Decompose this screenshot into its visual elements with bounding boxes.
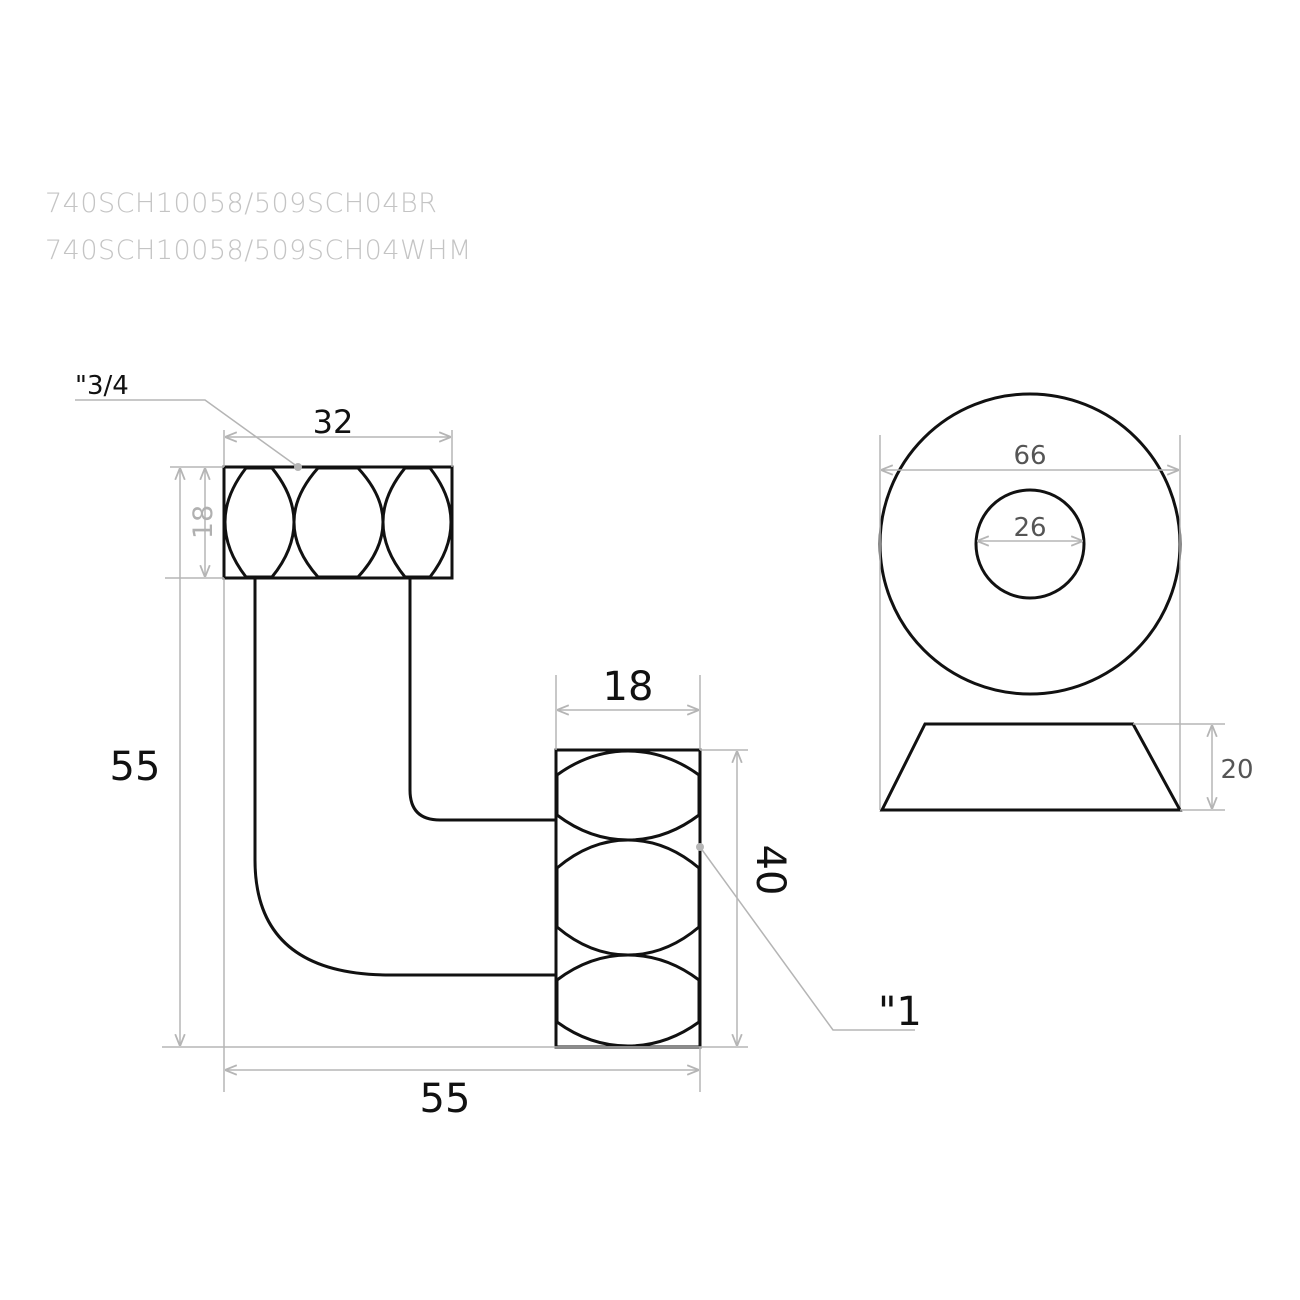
dimension-lines (75, 399, 915, 1092)
flange-side-view (879, 722, 1225, 812)
dim-top-height: 18 (188, 505, 219, 539)
dim-overall-height: 55 (110, 744, 161, 790)
dim-flange-outer: 66 (1013, 441, 1046, 471)
flange-top-view (878, 392, 1182, 810)
dim-flange-inner: 26 (1013, 513, 1046, 543)
product-code-2: 740SCH10058/509SCH04WHM (45, 235, 472, 266)
thread-top-label: "3/4 (75, 371, 129, 401)
dim-base-width: 18 (603, 664, 654, 710)
bottom-fitting (554, 748, 702, 1049)
dim-overall-width: 55 (420, 1076, 471, 1122)
pipe (253, 578, 556, 977)
thread-bottom-label: "1 (878, 989, 922, 1035)
top-fitting (222, 465, 454, 580)
product-code-1: 740SCH10058/509SCH04BR (45, 188, 438, 219)
dim-base-height: 40 (747, 845, 793, 896)
dim-flange-height: 20 (1220, 755, 1253, 785)
dim-top-width: 32 (313, 403, 354, 441)
